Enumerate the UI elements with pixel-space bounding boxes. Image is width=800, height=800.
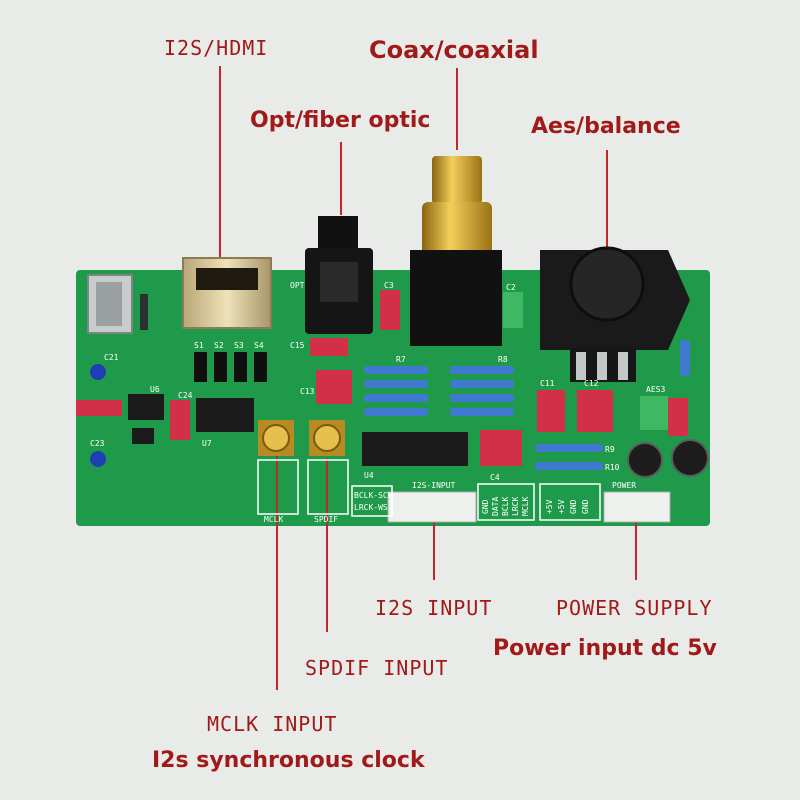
pin-headers: [387, 491, 671, 523]
silk-pin-gnd-a: GND: [569, 499, 578, 514]
xlr-connector: [540, 246, 690, 382]
silk-pin-lrck: LRCK: [511, 497, 520, 516]
electrolytic-caps: [627, 439, 709, 478]
label-mclk-input: MCLK INPUT: [207, 712, 338, 736]
silk-s2: S2: [214, 341, 224, 350]
label-power-supply: POWER SUPPLY: [556, 596, 713, 620]
resistors: [364, 340, 690, 470]
label-spdif-input: SPDIF INPUT: [305, 656, 449, 680]
pointer-lines: [219, 66, 637, 690]
ic-chips: [128, 394, 468, 466]
silk-s3: S3: [234, 341, 244, 350]
label-i2s-input: I2S INPUT: [375, 596, 493, 620]
silk-mclk: MCLK: [264, 515, 283, 524]
metal-bracket: [87, 274, 148, 334]
label-i2s-clock: I2s synchronous clock: [152, 748, 425, 773]
silk-opt: OPT: [290, 281, 305, 290]
silk-s4: S4: [254, 341, 264, 350]
silk-u7: U7: [202, 439, 212, 448]
label-optical: Opt/fiber optic: [250, 108, 431, 133]
silk-r9: R9: [605, 445, 615, 454]
silk-lrck: LRCK-WS: [354, 503, 388, 512]
green-capacitor-c2: [503, 292, 523, 328]
silk-r10: R10: [605, 463, 620, 472]
silk-u4: U4: [364, 471, 374, 480]
silk-pin-bclk: BCLK: [501, 497, 510, 516]
red-capacitors: [76, 290, 688, 466]
silk-power-header: POWER: [612, 481, 636, 490]
silk-c21: C21: [104, 353, 119, 362]
silk-c11: C11: [540, 379, 555, 388]
silk-bclk: BCLK-SCK: [354, 491, 393, 500]
silk-spdif: SPDIF: [314, 515, 338, 524]
label-aes: Aes/balance: [531, 114, 681, 139]
label-power-input: Power input dc 5v: [493, 636, 717, 661]
silk-r8: R8: [498, 355, 508, 364]
silk-pin-data: DATA: [491, 497, 500, 516]
silk-pin-mclk: MCLK: [521, 497, 530, 516]
silk-aes3: AES3: [646, 385, 665, 394]
silkscreen-outlines: [257, 459, 601, 521]
silk-c13: C13: [300, 387, 315, 396]
silk-s1: S1: [194, 341, 204, 350]
silk-pin-gnd-b: GND: [581, 499, 590, 514]
dip-switch-pads: [194, 352, 267, 382]
label-i2s-hdmi: I2S/HDMI: [164, 36, 269, 60]
label-coax: Coax/coaxial: [369, 36, 539, 64]
silk-c3: C3: [384, 281, 394, 290]
silk-r7: R7: [396, 355, 406, 364]
silk-c2: C2: [506, 283, 516, 292]
silk-c15: C15: [290, 341, 305, 350]
silkscreen-text: C21 C23 U6 C24 U7 S1 S2 S3 S4 OPT C15 C1…: [90, 281, 665, 524]
silk-u6: U6: [150, 385, 160, 394]
silk-i2s-header: I2S-INPUT: [412, 481, 456, 490]
optical-connector: [305, 216, 373, 334]
silk-c12: C12: [584, 379, 599, 388]
green-capacitor: [640, 396, 668, 430]
hdmi-connector: [182, 257, 272, 329]
silk-pin-5v-b: +5V: [557, 499, 566, 514]
sma-connectors: [258, 420, 345, 456]
silk-c24: C24: [178, 391, 193, 400]
silk-pin-5v-a: +5V: [545, 499, 554, 514]
silk-c4: C4: [490, 473, 500, 482]
silk-c23: C23: [90, 439, 105, 448]
silk-pin-gnd: GND: [481, 499, 490, 514]
coax-connector: [410, 156, 502, 346]
